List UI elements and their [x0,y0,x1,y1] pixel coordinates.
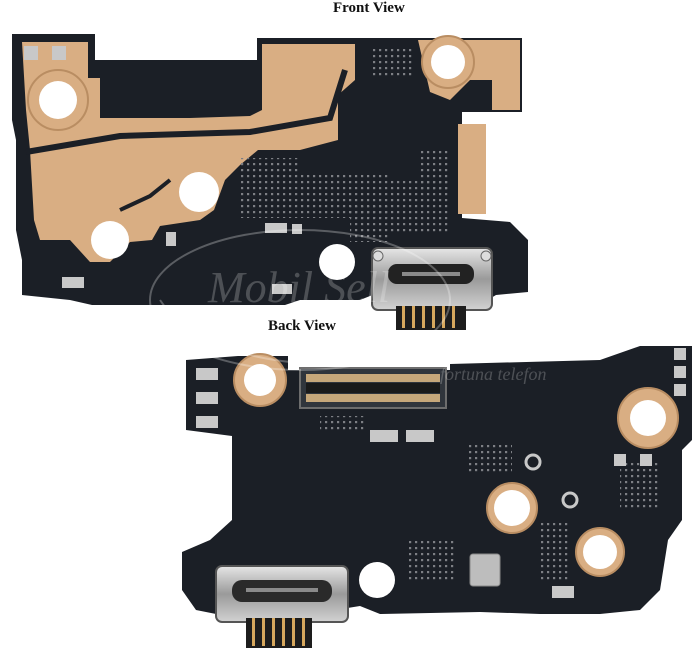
back-mount-holes [233,353,679,598]
front-view-label: Front View [333,0,405,16]
front-smd-components [24,46,302,294]
back-usb-c-connector [215,565,349,648]
back-rf-test-points [524,453,579,509]
back-smd-components [196,348,686,598]
front-mount-holes [27,35,475,280]
watermark-brand: Mobil Sell [208,263,391,312]
back-view-label: Back View [268,318,336,334]
watermark-swirl [149,229,451,371]
front-copper-pour [22,42,355,262]
back-board-to-board-connector [299,367,447,409]
front-board [12,34,528,330]
front-usb-c-connector [371,247,493,330]
back-board [182,346,692,648]
watermark-line3: fortuna telefon [440,364,547,384]
watermark-line2: Nahuram only [318,332,422,352]
